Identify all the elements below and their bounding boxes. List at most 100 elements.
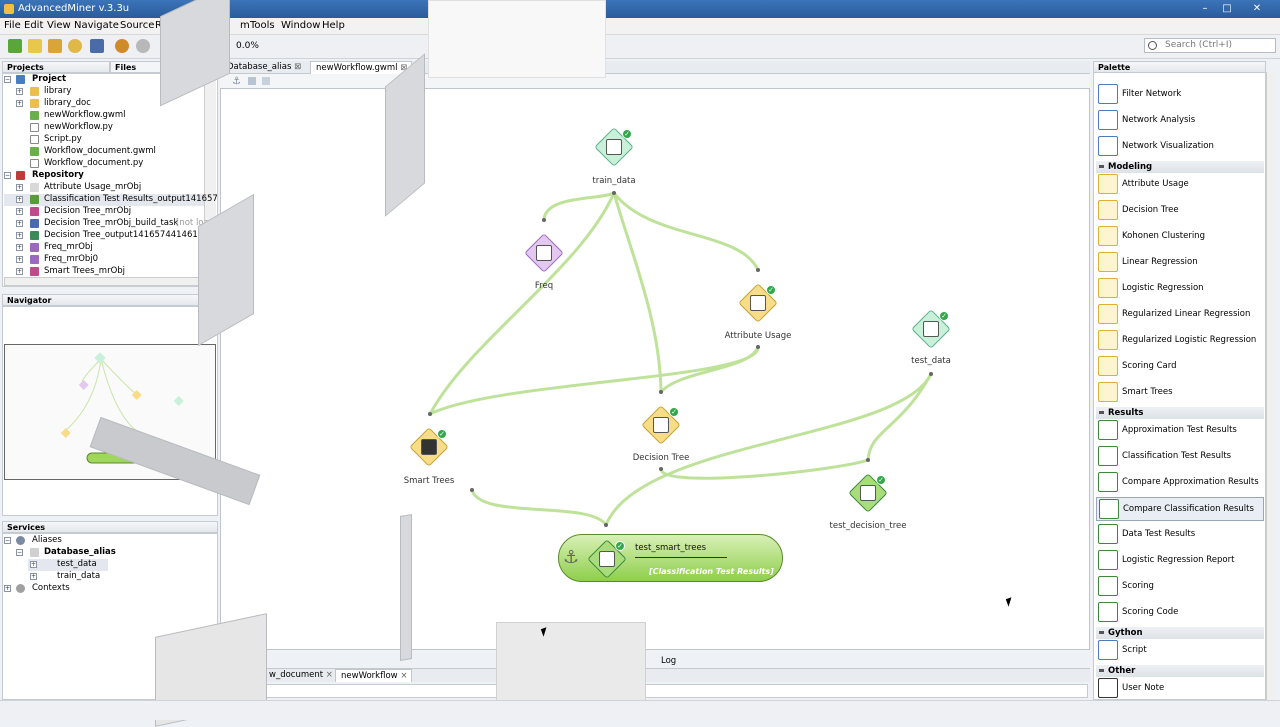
palette-category-results[interactable]: Results [1096,407,1264,419]
palette-item-smart-trees[interactable]: Smart Trees [1096,381,1264,405]
palette-item-compare-approximation-results[interactable]: Compare Approximation Results [1096,471,1264,495]
menu-view[interactable]: View [47,20,71,31]
undo-icon[interactable] [115,39,129,53]
tab-newworkflow-output[interactable]: newWorkflow × [335,669,413,682]
node-test-decision-tree[interactable]: ✓ [848,473,888,513]
menu-refactor[interactable]: R [155,20,162,31]
log-output-area[interactable] [220,684,1088,698]
palette-item-kohonen-clustering[interactable]: Kohonen Clustering [1096,225,1264,249]
palette-item-filter-network[interactable]: Filter Network [1096,83,1264,107]
network-icon [1098,110,1118,130]
menu-run[interactable]: m [240,20,250,31]
node-label-attribute-usage: Attribute Usage [724,331,792,341]
tab-newworkflow-output-label: newWorkflow [341,671,398,681]
minimize-button[interactable]: – [1202,3,1208,14]
grid-icon[interactable] [262,77,270,85]
transition-fragment [400,513,412,662]
scoring-card-icon [1098,356,1118,376]
close-button[interactable]: ✕ [1252,3,1262,14]
menu-navigate[interactable]: Navigate [74,20,119,31]
trees-icon [1098,382,1118,402]
node-test-data[interactable]: ✓ [911,309,951,349]
palette-item-logistic-regression[interactable]: Logistic Regression [1096,277,1264,301]
palette-item-compare-classification-results[interactable]: Compare Classification Results [1096,497,1264,521]
services-header: Services [2,521,218,533]
results-icon [599,551,615,567]
node-attribute-usage[interactable]: ✓ [738,283,778,323]
node-decision-tree[interactable]: ✓ [641,405,681,445]
anchor-icon[interactable]: ⚓ [563,547,580,568]
palette-item-linear-regression[interactable]: Linear Regression [1096,251,1264,275]
maximize-button[interactable]: □ [1222,3,1232,14]
palette-item-network-visualization[interactable]: Network Visualization [1096,135,1264,159]
node-freq[interactable] [524,233,564,273]
tree-item-selected[interactable]: +Classification Test Results_output14165… [4,194,218,206]
new-file-icon[interactable] [28,39,42,53]
tab-database-alias[interactable]: Database_alias ⊠ [227,62,302,72]
save-all-icon[interactable] [90,39,104,53]
projects-hscrollbar[interactable] [4,277,200,286]
script-icon [1098,640,1118,660]
palette-item-data-test-results[interactable]: Data Test Results [1096,523,1264,547]
regression-icon [1098,304,1118,324]
node-test-smart-trees-expanded[interactable]: ⚓ ✓ test_smart_trees [Classification Tes… [558,534,783,582]
check-icon: ✓ [622,129,632,139]
palette-scrollbar[interactable] [1266,72,1276,700]
new-project-icon[interactable] [8,39,22,53]
node-test-smart-trees[interactable]: ✓ [587,539,627,579]
clustering-icon [1098,226,1118,246]
transition-fragment [496,622,646,712]
tree-table-test-data[interactable]: +test_data [28,559,108,571]
menu-edit[interactable]: Edit [24,20,44,31]
palette-item-classification-test-results[interactable]: Classification Test Results [1096,445,1264,469]
check-icon: ✓ [437,429,447,439]
menu-tools[interactable]: Tools [250,20,275,31]
compare-icon [1099,499,1119,519]
database-icon[interactable] [68,39,82,53]
open-project-icon[interactable] [48,39,62,53]
palette-item-regularized-linear-regression[interactable]: Regularized Linear Regression [1096,303,1264,327]
search-input[interactable]: Search (Ctrl+I) [1144,38,1276,53]
palette-item-script[interactable]: Script [1096,639,1264,663]
status-bar [0,700,1280,720]
palette-item-attribute-usage[interactable]: Attribute Usage [1096,173,1264,197]
menu-window[interactable]: Window [281,20,321,31]
palette-category-other[interactable]: Other [1096,665,1264,677]
palette-item-scoring-code[interactable]: Scoring Code [1096,601,1264,625]
tab-log[interactable]: Log [656,655,680,668]
menu-help[interactable]: Help [322,20,345,31]
palette-item-scoring-card[interactable]: Scoring Card [1096,355,1264,379]
result-title: test_smart_trees [635,543,707,553]
anchor-icon[interactable]: ⚓ [232,76,241,87]
tab-database-alias-label: Database_alias [227,62,292,72]
search-icon [1148,41,1157,50]
node-label-test-decision-tree: test_decision_tree [829,521,907,531]
decision-tree-icon [1098,200,1118,220]
tab-workflow-document[interactable]: w_document × [269,670,333,680]
palette-item-approximation-test-results[interactable]: Approximation Test Results [1096,419,1264,443]
palette-panel: Filter Network Network Analysis Network … [1093,72,1266,700]
editor-subtoolbar: ⚓ [220,74,1090,88]
regression-icon [1098,278,1118,298]
zoom-fit-icon[interactable] [248,77,256,85]
results-icon [1098,420,1118,440]
palette-item-decision-tree[interactable]: Decision Tree [1096,199,1264,223]
node-train-data[interactable]: ✓ [594,127,634,167]
node-smart-trees[interactable]: ✓ [409,427,449,467]
palette-category-modeling[interactable]: Modeling [1096,161,1264,173]
palette-item-user-note[interactable]: User Note [1096,677,1264,701]
waveform-icon [536,245,552,261]
redo-icon[interactable] [136,39,150,53]
palette-category-gython[interactable]: Gython [1096,627,1264,639]
palette-item-regularized-logistic-regression[interactable]: Regularized Logistic Regression [1096,329,1264,353]
tab-newworkflow[interactable]: newWorkflow.gwml ⊠ [310,61,413,74]
regression-icon [1098,252,1118,272]
menu-file[interactable]: File [4,20,21,31]
palette-item-logistic-regression-report[interactable]: Logistic Regression Report [1096,549,1264,573]
menu-source[interactable]: Source [120,20,155,31]
node-label-train-data: train_data [592,176,636,186]
palette-item-network-analysis[interactable]: Network Analysis [1096,109,1264,133]
regression-icon [1098,330,1118,350]
tab-projects[interactable]: Projects [2,61,110,73]
palette-item-scoring[interactable]: Scoring [1096,575,1264,599]
